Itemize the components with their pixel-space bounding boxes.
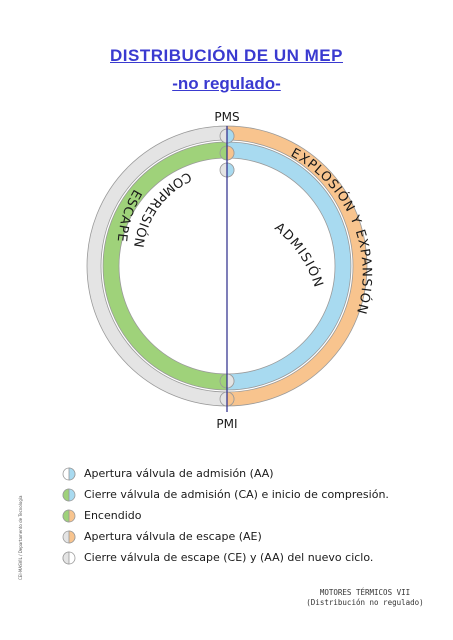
footer-title: MOTORES TÉRMICOS VII: [319, 588, 411, 597]
legend-item-ce: Cierre válvula de escape (CE) y (AA) del…: [62, 547, 389, 568]
side-note: CEI-MASVIL / Departamento de Tecnología: [18, 495, 23, 580]
pms-label: PMS: [214, 110, 239, 124]
legend-item-ae: Apertura válvula de escape (AE): [62, 526, 389, 547]
legend-item-encendido: Encendido: [62, 505, 389, 526]
page-title: DISTRIBUCIÓN DE UN MEP: [110, 46, 343, 65]
half-circle-icon: [62, 467, 76, 480]
page-subtitle: -no regulado-: [172, 74, 281, 93]
admision-label-path: ADMISIÓN: [271, 220, 324, 290]
legend-text: Encendido: [84, 509, 142, 522]
half-circle-icon: [62, 488, 76, 501]
half-circle-icon: [62, 530, 76, 543]
legend-item-ca: Cierre válvula de admisión (CA) e inicio…: [62, 484, 389, 505]
legend: Apertura válvula de admisión (AA) Cierre…: [62, 463, 389, 568]
legend-text: Apertura válvula de admisión (AA): [84, 467, 274, 480]
legend-item-aa: Apertura válvula de admisión (AA): [62, 463, 389, 484]
footer-subtitle: (Distribución no regulado): [306, 598, 424, 607]
pmi-label: PMI: [216, 417, 237, 431]
legend-text: Cierre válvula de escape (CE) y (AA) del…: [84, 551, 374, 564]
legend-text: Cierre válvula de admisión (CA) e inicio…: [84, 488, 389, 501]
admision-label: ADMISIÓN: [271, 220, 325, 290]
half-circle-icon: [62, 509, 76, 522]
half-circle-icon: [62, 551, 76, 564]
legend-text: Apertura válvula de escape (AE): [84, 530, 262, 543]
